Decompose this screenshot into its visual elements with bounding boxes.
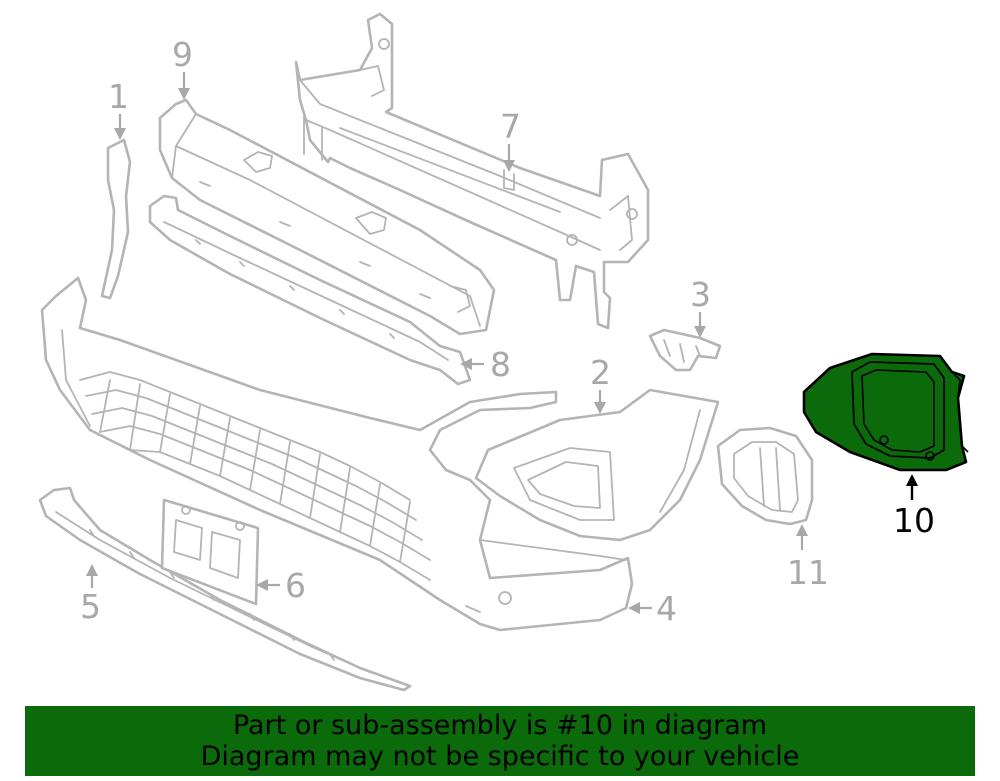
- callout-2-label: 2: [590, 353, 611, 392]
- callout-7: 7: [500, 107, 521, 172]
- callout-10-label: 10: [893, 501, 935, 540]
- callout-1: 1: [108, 77, 129, 140]
- callout-1-label: 1: [108, 77, 129, 116]
- banner-line-2: Diagram may not be specific to your vehi…: [200, 741, 800, 772]
- callout-5: 5: [80, 564, 101, 626]
- banner-line-1: Part or sub-assembly is #10 in diagram: [232, 710, 768, 741]
- callout-6-label: 6: [285, 566, 306, 605]
- part-3-mounting-bracket: [648, 328, 722, 372]
- callout-10: 10: [893, 474, 935, 540]
- part-10-highlighted-bezel: [802, 352, 969, 472]
- callout-2: 2: [590, 353, 611, 414]
- part-2-side-garnish: [474, 388, 720, 542]
- callout-4-label: 4: [656, 589, 677, 628]
- part-5-lower-spoiler: [38, 486, 412, 692]
- callout-3-label: 3: [690, 275, 711, 314]
- part-11-fog-bezel: [716, 426, 814, 526]
- part-9-energy-absorber: [158, 98, 496, 336]
- callout-5-label: 5: [80, 587, 101, 626]
- part-1-side-bracket: [100, 138, 132, 300]
- info-banner: Part or sub-assembly is #10 in diagram D…: [25, 706, 975, 776]
- callout-11: 11: [787, 524, 829, 592]
- part-7-reinforcement-bar: [294, 12, 650, 330]
- parts-diagram: 1 9 7 3 8 2 10 11 6: [38, 12, 969, 692]
- callout-8: 8: [460, 345, 511, 384]
- callout-9-label: 9: [172, 35, 193, 74]
- callout-6: 6: [256, 566, 306, 605]
- callout-7-label: 7: [500, 107, 521, 146]
- callout-9: 9: [172, 35, 193, 100]
- part-4-bumper-cover: [40, 276, 634, 632]
- part-8-upper-molding: [148, 194, 472, 386]
- part-6-license-bracket: [160, 498, 260, 606]
- callout-4: 4: [628, 589, 677, 628]
- callout-11-label: 11: [787, 553, 829, 592]
- callout-3: 3: [690, 275, 711, 338]
- callout-8-label: 8: [490, 345, 511, 384]
